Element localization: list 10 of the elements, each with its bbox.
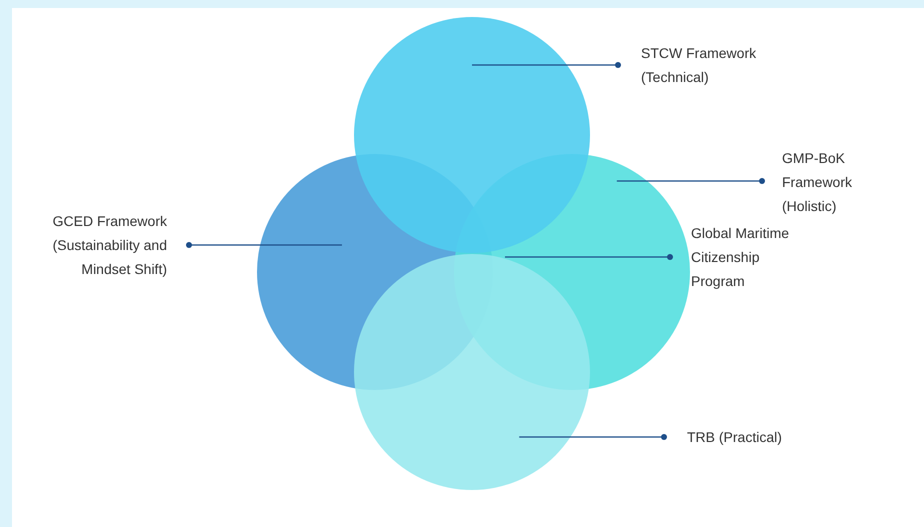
callout-label: GMP-BoK Framework (Holistic) <box>762 146 872 218</box>
callout-label: GCED Framework (Sustainability and Mindset Shift) <box>20 209 189 281</box>
callout-label: Global Maritime Citizenship Program <box>670 221 801 293</box>
leader-line <box>504 254 673 260</box>
leader-line <box>186 242 342 248</box>
leader-line <box>616 178 765 184</box>
leader-line <box>519 434 667 440</box>
leader-line <box>472 62 621 68</box>
callout-label: TRB (Practical) <box>664 425 817 449</box>
callout-label: STCW Framework (Technical) <box>618 41 771 89</box>
